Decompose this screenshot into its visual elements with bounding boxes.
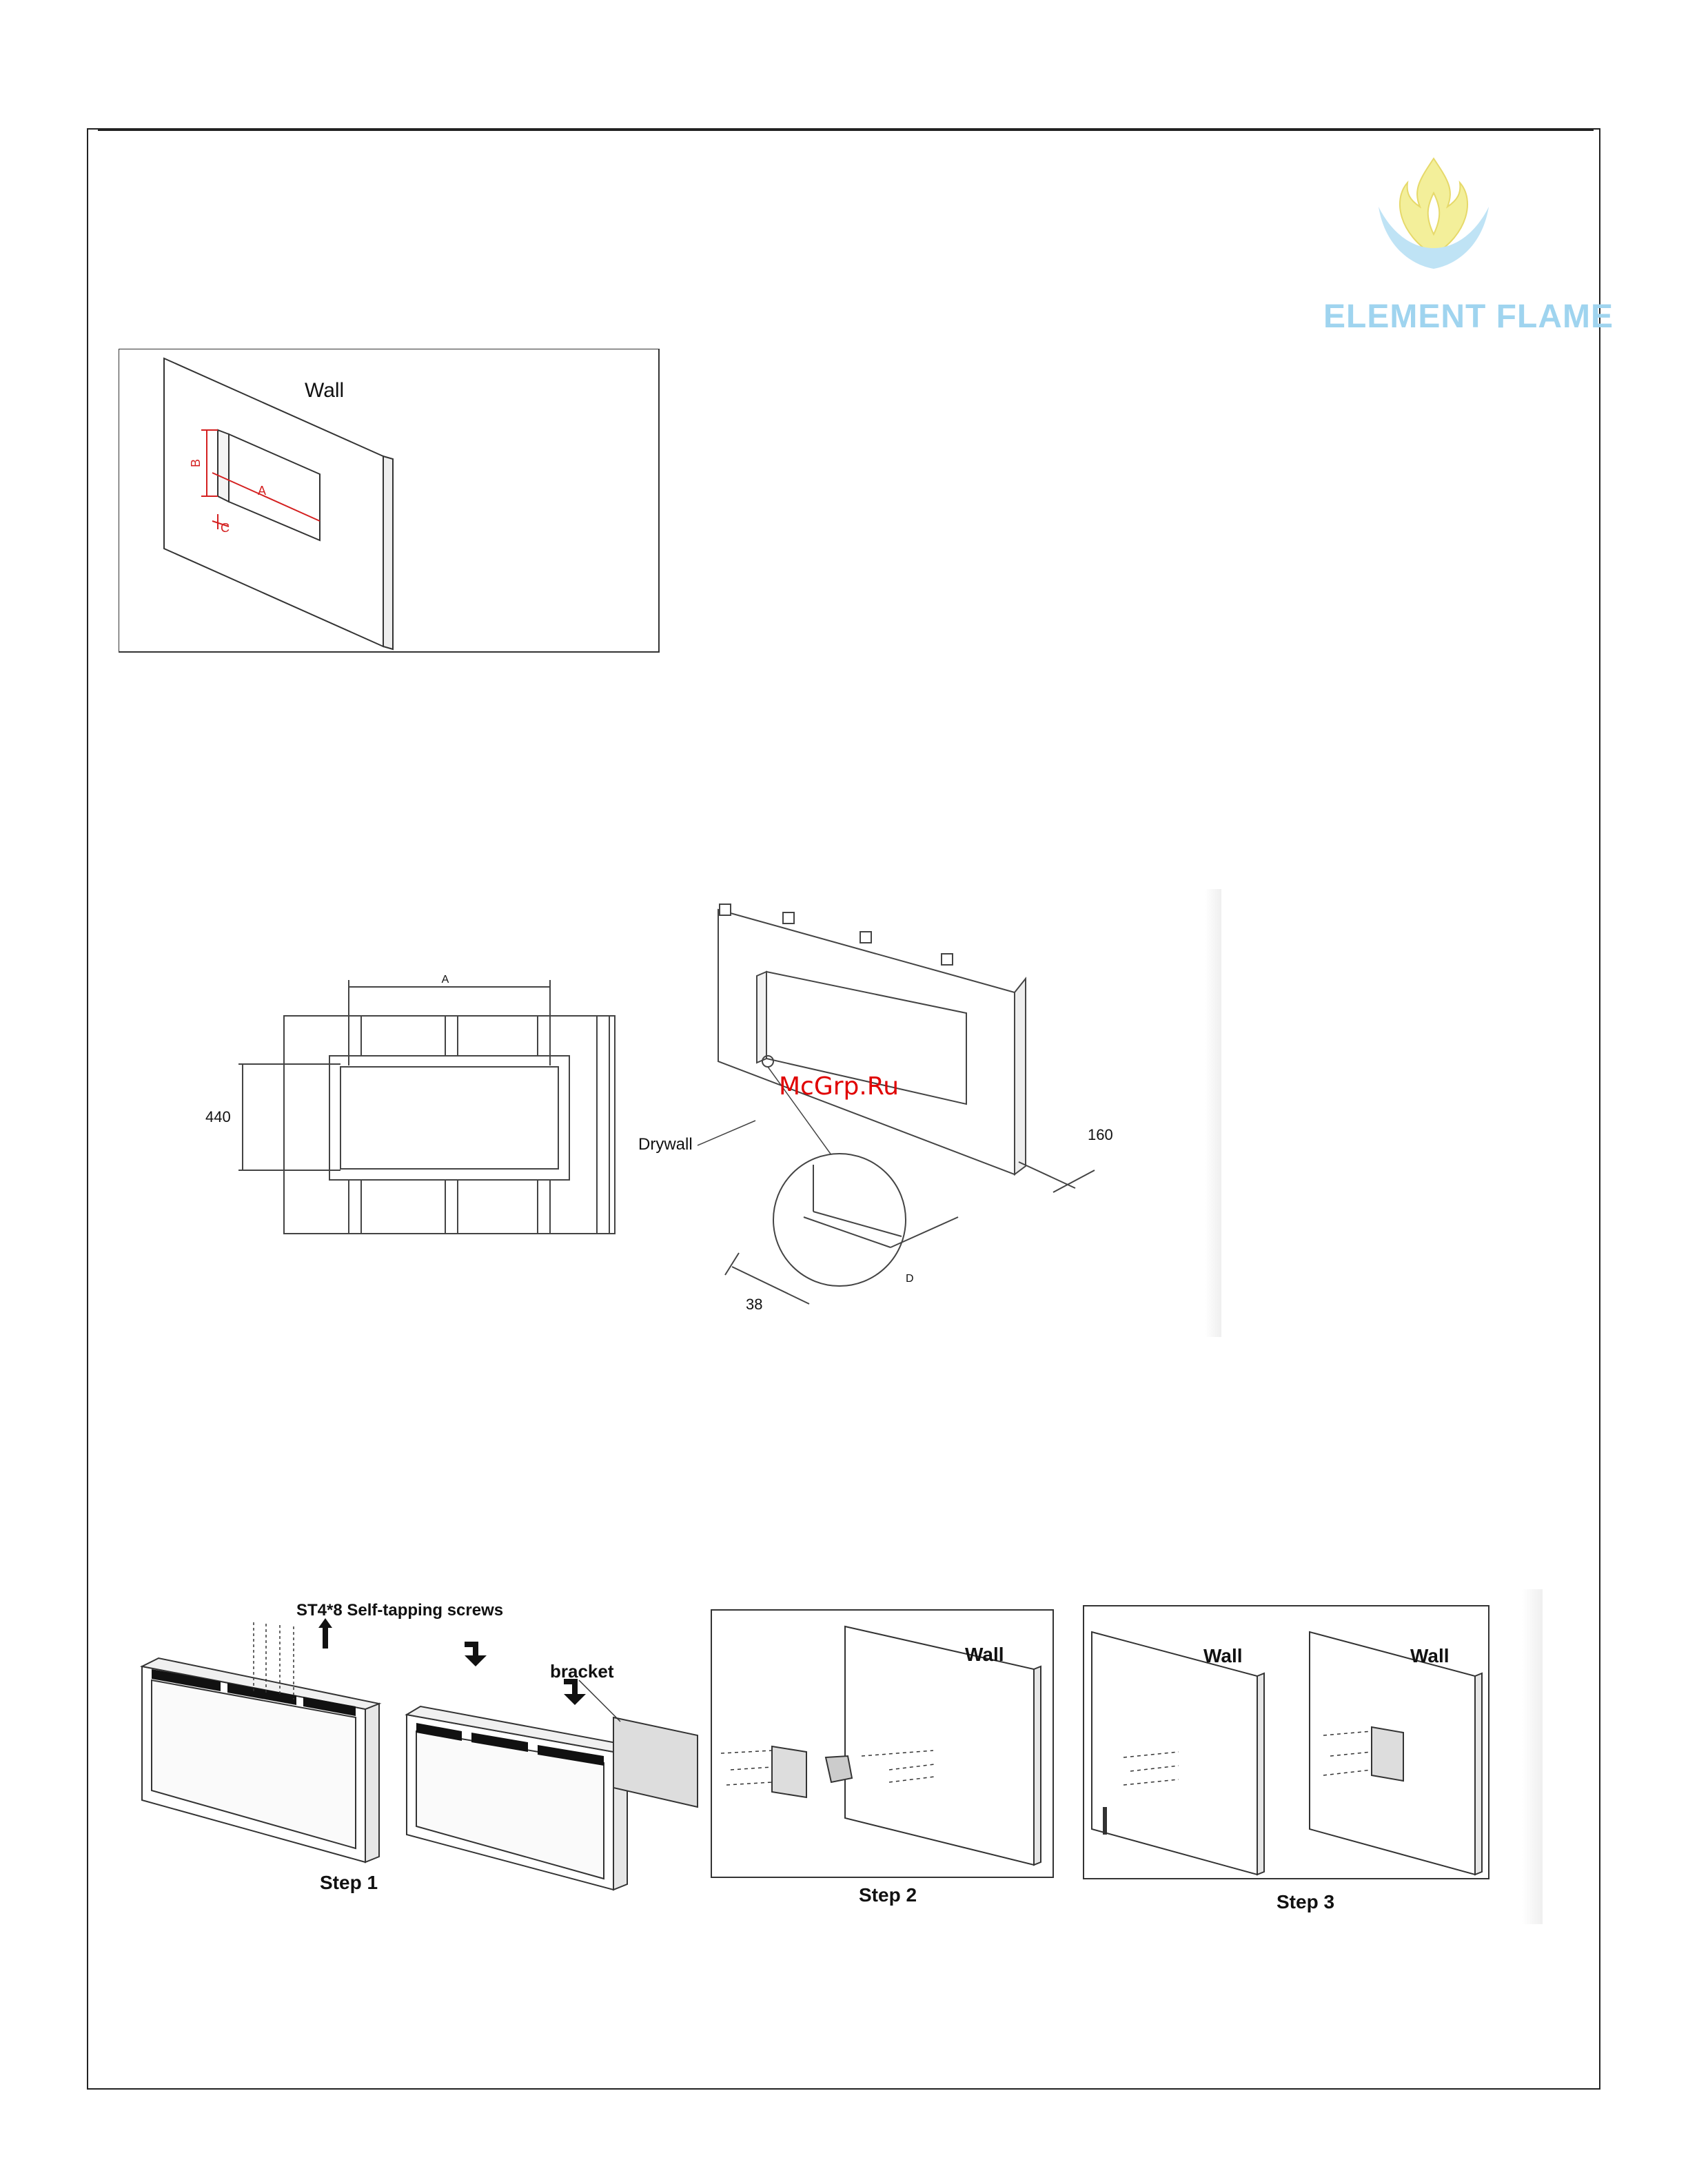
stud-dim: 38 [746,1296,762,1313]
wall-label-left: Wall [1203,1645,1243,1666]
dim-c-label: C [221,521,230,535]
step-3-label: Step 3 [1277,1891,1334,1913]
frame-dim-height: 440 [205,1108,231,1125]
figure-step-3: Wall Wall [1082,1604,1490,1881]
wall-label: Wall [965,1644,1004,1665]
wall-label: Wall [305,379,344,402]
flame-logo-icon [1372,152,1496,283]
hammer-icon [1103,1807,1107,1835]
bracket-shape [1372,1727,1403,1781]
bracket-label: bracket [550,1661,614,1682]
step-1-label: Step 1 [320,1872,378,1894]
figure-frame-plan: A 440 [181,969,622,1238]
screws-label: ST4*8 Self-tapping screws [296,1601,503,1620]
figure-step-2: Wall [710,1609,1055,1879]
opening-inner [340,1067,558,1169]
down-arrow-icon-2 [564,1679,586,1705]
scan-edge-shade-2 [1522,1589,1543,1924]
brand-name: ELEMENT FLAME [1323,298,1614,336]
opening-side [218,430,229,502]
figure-wall-opening: Wall B A C [119,349,660,653]
frame-dim-a: A [442,974,449,986]
step-2-label: Step 2 [859,1884,917,1906]
depth-dim: 160 [1088,1126,1113,1143]
wall-edge [383,456,393,649]
dim-d: D [906,1273,914,1285]
scan-edge-shade [1205,889,1221,1337]
dim-a-label: A [258,484,266,498]
bracket-shape [772,1746,806,1797]
up-arrow-icon [318,1618,332,1649]
figure-drywall-iso: Drywall 160 38 D [629,889,1221,1330]
wall-label-right: Wall [1410,1645,1450,1666]
drywall-label: Drywall [638,1135,693,1154]
detail-circle [773,1154,906,1286]
figure-step-1: ST4*8 Self-tapping screws bracket [138,1600,703,1917]
down-arrow-icon [465,1642,487,1666]
dim-b-label: B [189,459,203,467]
watermark: McGrp.Ru [779,1072,899,1101]
